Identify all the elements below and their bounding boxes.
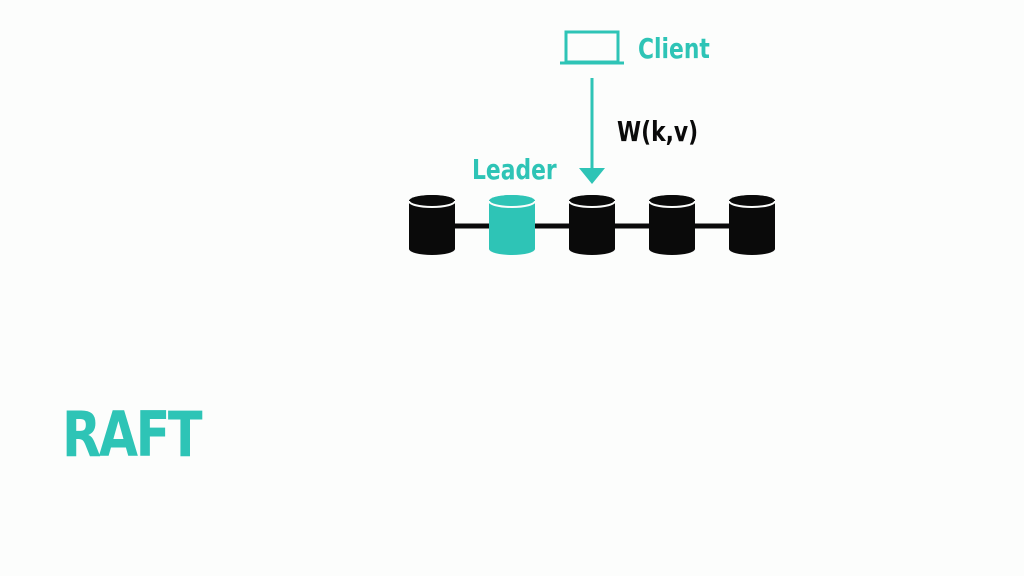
- request-arrow: [579, 78, 605, 184]
- leader-node-icon: [488, 195, 536, 255]
- write-operation-label: W(k,v): [617, 115, 699, 148]
- follower-node-icon: [648, 195, 696, 255]
- leader-label: Leader: [472, 153, 557, 186]
- follower-node-icon: [408, 195, 456, 255]
- follower-node-icon: [728, 195, 776, 255]
- laptop-icon: [560, 30, 624, 65]
- follower-node-icon: [568, 195, 616, 255]
- page-title: RAFT: [62, 398, 203, 471]
- client-label: Client: [638, 32, 710, 65]
- cluster-nodes: [408, 195, 776, 255]
